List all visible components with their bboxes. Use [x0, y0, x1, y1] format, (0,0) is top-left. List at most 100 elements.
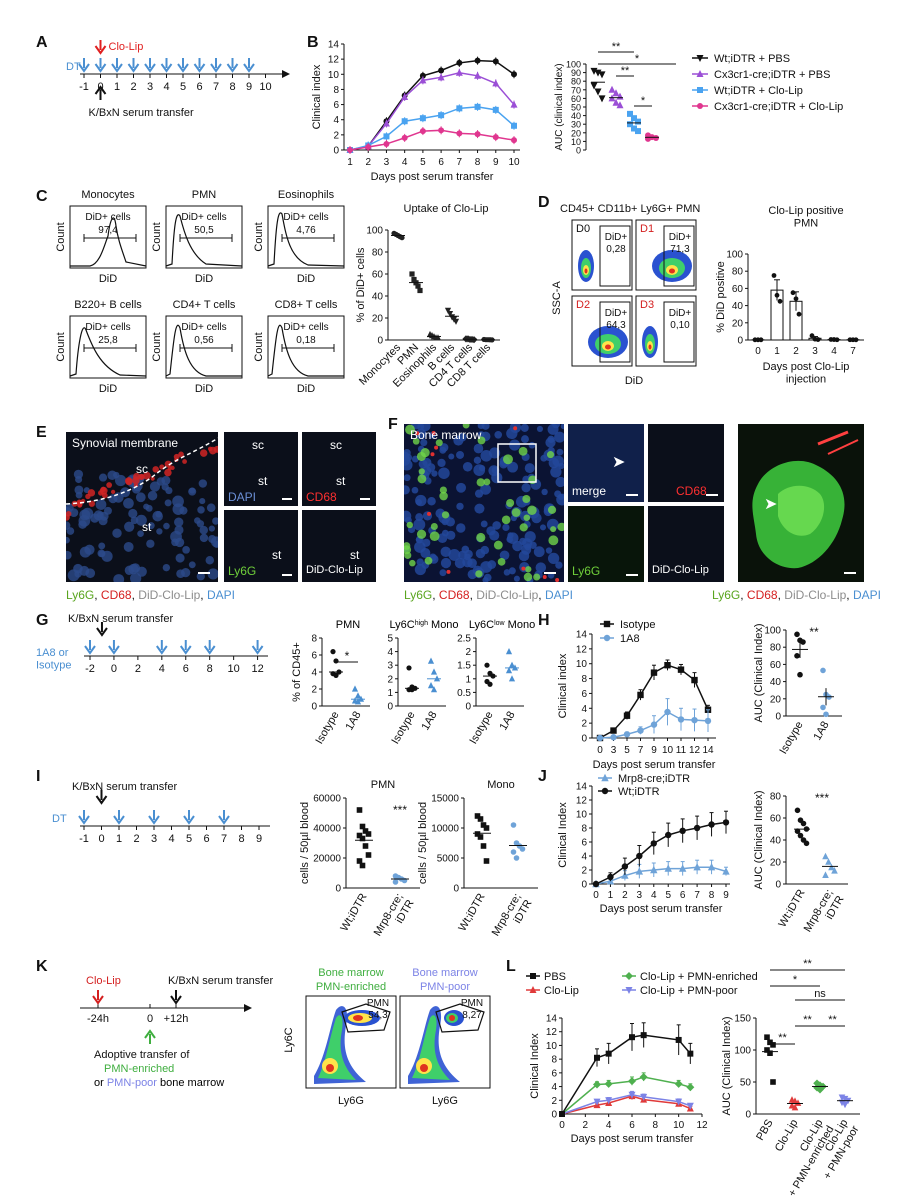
data-point	[351, 685, 359, 692]
nucleus	[473, 456, 482, 465]
ly6g-cell	[527, 505, 537, 516]
data-point	[511, 122, 517, 129]
x-tick-label: 3	[611, 745, 617, 756]
x-tick-label: 6	[680, 890, 686, 901]
y-tick-label: 100	[764, 626, 781, 637]
histogram-curve	[165, 324, 242, 377]
gate-box	[599, 225, 631, 287]
data-point	[831, 867, 838, 874]
plot-frame	[267, 315, 345, 379]
nucleus	[104, 506, 112, 515]
nucleus	[66, 536, 70, 544]
nucleus	[533, 546, 545, 558]
synovial-texture	[66, 437, 218, 582]
data-point	[392, 879, 399, 885]
y-tick-label: 10	[576, 810, 588, 821]
data-point	[559, 1111, 565, 1117]
data-point	[598, 95, 606, 103]
x-tick-label: 7	[850, 346, 856, 357]
x-tick-label: 6	[438, 157, 444, 168]
cd68-cell	[66, 514, 70, 521]
scale-bar	[544, 572, 556, 574]
data-point	[508, 675, 516, 682]
nucleus	[546, 518, 559, 531]
timeline-day: 2	[133, 833, 139, 845]
y-tick-label: 8	[333, 85, 339, 96]
y-tick-label: 4	[333, 115, 339, 126]
data-point	[687, 1050, 694, 1057]
data-point	[333, 672, 339, 679]
x-tick-label: 1	[347, 157, 353, 168]
cd68-cell	[542, 575, 547, 580]
x-axis-label: Days post serum transfer	[571, 1133, 694, 1145]
cd68-cell	[208, 446, 217, 455]
density-blob	[648, 344, 652, 350]
nucleus	[162, 563, 171, 572]
data-point	[791, 1103, 799, 1111]
y-tick-label: 20	[732, 318, 744, 329]
st-label: st	[142, 520, 152, 534]
data-point	[511, 137, 517, 144]
data-point	[758, 337, 764, 343]
f-cd68-image: CD68	[648, 424, 724, 502]
series-line	[349, 106, 515, 151]
arrow-icon	[193, 63, 206, 73]
nucleus	[467, 558, 477, 569]
nucleus	[508, 567, 516, 575]
data-point	[612, 98, 620, 106]
cd68-cell	[99, 486, 108, 495]
y-tick-label: 0	[775, 712, 781, 723]
nucleus	[448, 548, 461, 561]
adoptive-label: Adoptive transfer of	[94, 1049, 190, 1061]
data-point	[796, 311, 802, 317]
nucleus	[431, 470, 438, 477]
y-tick-label: 0	[551, 1110, 557, 1121]
gate-value: 97,4	[98, 225, 118, 236]
panel-d-flow: CD45+ CD11b+ Ly6G+ PMND0DiD+0,28D1DiD+71…	[551, 203, 864, 387]
data-point	[427, 682, 435, 689]
label-line: 1A8 or	[36, 647, 69, 659]
nucleus	[480, 483, 491, 495]
x-axis-label: Days post serum transfer	[371, 171, 494, 183]
histogram-title: CD8+ T cells	[275, 299, 338, 311]
data-point	[601, 787, 609, 795]
ly6g-cell	[501, 515, 511, 525]
gate-label: DiD+	[669, 308, 692, 319]
x-tick-label: 1A8	[811, 720, 831, 743]
x-tick-label: Isotype	[389, 710, 417, 747]
data-point	[704, 717, 712, 725]
data-point	[603, 634, 611, 642]
data-point	[434, 334, 442, 341]
ly6g-cell	[435, 439, 443, 447]
data-point	[401, 118, 408, 125]
arrow-icon	[94, 85, 107, 95]
flow-title: PMN-enriched	[316, 981, 386, 993]
plot-frame	[165, 315, 243, 379]
data-point	[354, 692, 362, 699]
nucleus	[521, 483, 531, 493]
y-axis-label: Count	[55, 332, 67, 361]
x-axis-label: Days post serum transfer	[600, 903, 723, 915]
data-point	[419, 72, 426, 79]
data-point	[664, 662, 671, 669]
data-point	[794, 1099, 802, 1106]
nucleus	[165, 486, 173, 495]
y-tick-label: 10	[328, 70, 340, 81]
data-point	[356, 832, 363, 839]
arrow-icon	[203, 645, 216, 655]
x-tick-label: 4	[606, 1120, 612, 1131]
data-point	[636, 852, 643, 860]
gate-label: PMN	[367, 998, 389, 1009]
data-point	[608, 85, 616, 93]
y-tick-label: 2	[551, 1096, 557, 1107]
y-tick-label: 80	[732, 267, 744, 278]
y-tick-label: 0	[453, 884, 459, 895]
nucleus	[123, 541, 134, 552]
data-point	[628, 1077, 636, 1086]
nucleus	[74, 485, 84, 495]
data-point	[483, 858, 490, 864]
nucleus	[456, 450, 465, 459]
